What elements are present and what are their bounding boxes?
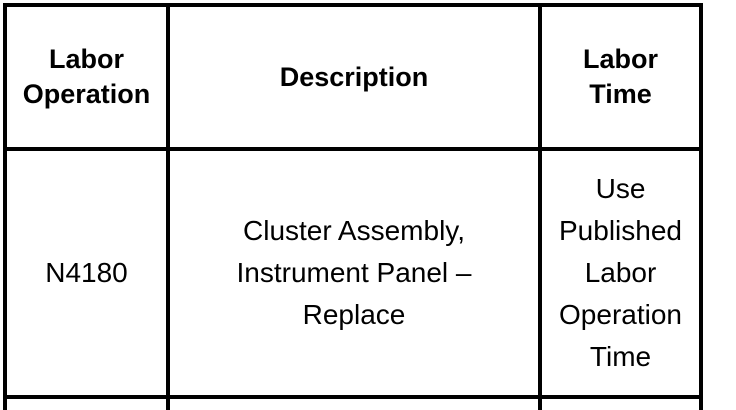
header-cell-description: Description bbox=[166, 3, 542, 151]
cell-labor-operation: N4180 bbox=[3, 147, 170, 399]
header-label-labor-operation: Labor Operation bbox=[22, 44, 151, 109]
header-label-labor-time: Labor Time bbox=[582, 44, 658, 109]
cropped-cell bbox=[3, 395, 170, 410]
labor-time-value: Use Published Labor Operation Time bbox=[559, 173, 682, 372]
table-header-row: Labor Operation Description Labor Time bbox=[3, 3, 703, 151]
cropped-cell bbox=[166, 395, 542, 410]
cropped-next-row bbox=[3, 395, 703, 410]
header-cell-labor-time: Labor Time bbox=[538, 3, 703, 151]
table-row: N4180 Cluster Assembly, Instrument Panel… bbox=[3, 147, 703, 399]
header-cell-labor-operation: Labor Operation bbox=[3, 3, 170, 151]
cropped-cell bbox=[538, 395, 703, 410]
labor-operation-code: N4180 bbox=[45, 257, 128, 288]
header-label-description: Description bbox=[279, 61, 429, 92]
cell-description: Cluster Assembly, Instrument Panel – Rep… bbox=[166, 147, 542, 399]
labor-operations-table: Labor Operation Description Labor Time N… bbox=[3, 3, 703, 410]
cell-labor-time: Use Published Labor Operation Time bbox=[538, 147, 703, 399]
labor-operation-description: Cluster Assembly, Instrument Panel – Rep… bbox=[236, 215, 472, 330]
